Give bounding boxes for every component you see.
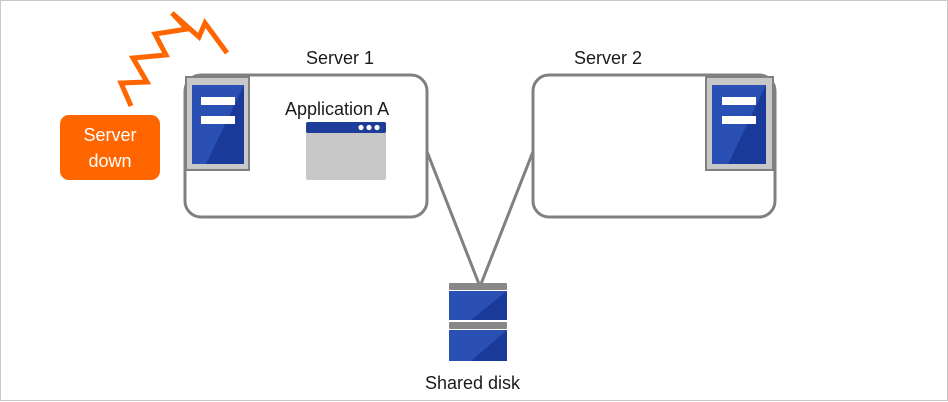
lightning-bolt-icon [117, 11, 230, 107]
server2-disk-link [479, 148, 536, 285]
shared-disk-label: Shared disk [425, 373, 521, 393]
app-window-icon [306, 122, 386, 180]
failure-indicator: Server down [60, 11, 230, 180]
shared-disk: Shared disk [425, 283, 521, 393]
server-down-line2: down [88, 151, 131, 171]
server-icon [705, 76, 774, 171]
disk-stack-icon [449, 283, 507, 361]
application-label: Application A [285, 99, 389, 119]
server1-label: Server 1 [306, 48, 374, 68]
server2-label: Server 2 [574, 48, 642, 68]
server1-disk-link [424, 148, 481, 285]
server1-node: Server 1 Application A [183, 48, 429, 219]
server-down-badge [60, 115, 160, 180]
server2-node: Server 2 [531, 48, 777, 219]
server-icon [185, 76, 250, 171]
server-down-line1: Server [83, 125, 136, 145]
